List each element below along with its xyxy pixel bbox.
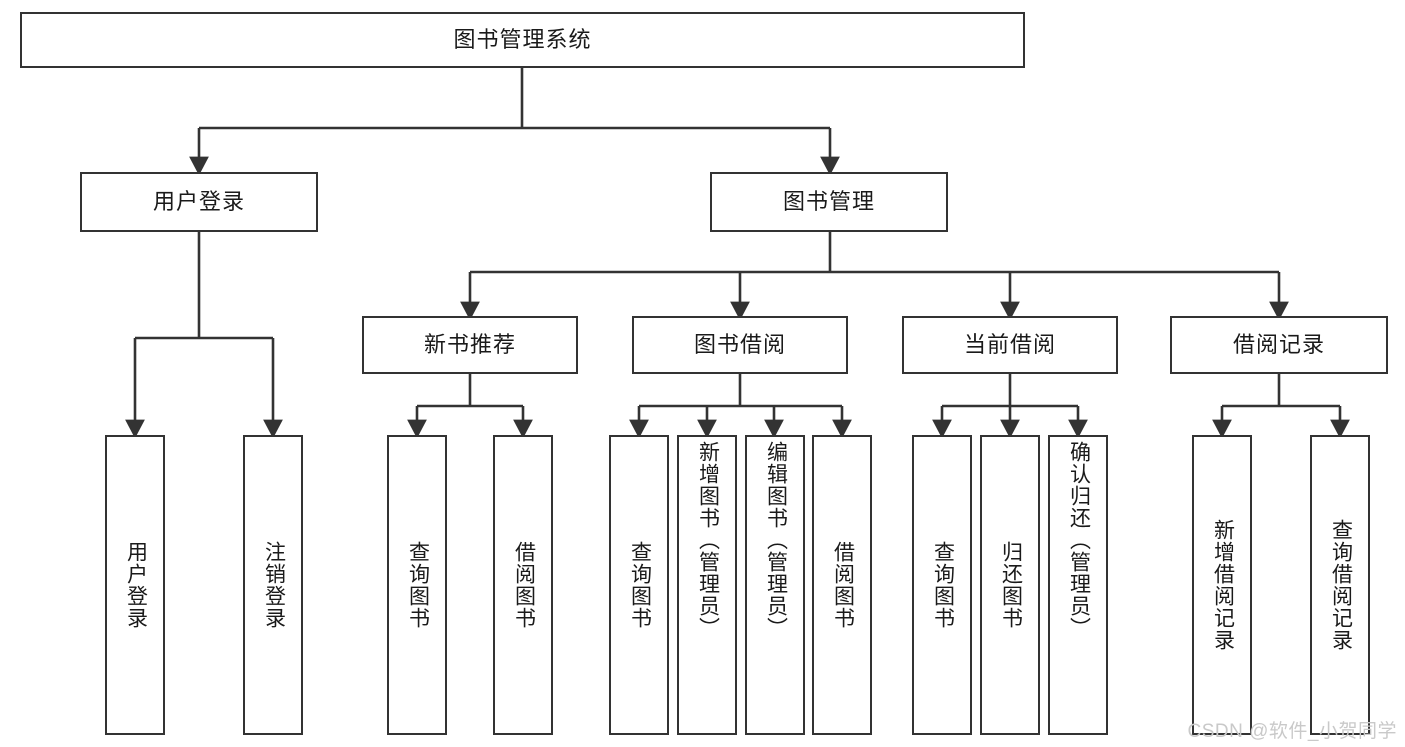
leaf-add-borrow-record[interactable]: 新增借阅记录 bbox=[1192, 435, 1252, 735]
leaf-label: 查询借阅记录 bbox=[1329, 519, 1353, 651]
node-new-book-recommend[interactable]: 新书推荐 bbox=[362, 316, 578, 374]
leaf-user-login[interactable]: 用户登录 bbox=[105, 435, 165, 735]
leaf-label: 借阅图书 bbox=[512, 541, 536, 629]
leaf-query-book-current[interactable]: 查询图书 bbox=[912, 435, 972, 735]
leaf-add-book-admin[interactable]: 新增图书（管理员） bbox=[677, 435, 737, 735]
leaf-label: 确认归还（管理员） bbox=[1067, 441, 1091, 639]
leaf-label: 用户登录 bbox=[124, 541, 148, 629]
leaf-edit-book-admin[interactable]: 编辑图书（管理员） bbox=[745, 435, 805, 735]
leaf-query-book-borrow[interactable]: 查询图书 bbox=[609, 435, 669, 735]
node-root-system[interactable]: 图书管理系统 bbox=[20, 12, 1025, 68]
leaf-label: 新增图书（管理员） bbox=[696, 441, 720, 639]
leaf-query-book-recommend[interactable]: 查询图书 bbox=[387, 435, 447, 735]
leaf-borrow-book-recommend[interactable]: 借阅图书 bbox=[493, 435, 553, 735]
node-borrow-record[interactable]: 借阅记录 bbox=[1170, 316, 1388, 374]
leaf-return-book[interactable]: 归还图书 bbox=[980, 435, 1040, 735]
leaf-label: 查询图书 bbox=[406, 541, 430, 629]
node-book-management[interactable]: 图书管理 bbox=[710, 172, 948, 232]
leaf-label: 查询图书 bbox=[628, 541, 652, 629]
node-book-borrow[interactable]: 图书借阅 bbox=[632, 316, 848, 374]
csdn-watermark: CSDN @软件_小贺同学 bbox=[1187, 721, 1397, 742]
node-user-login[interactable]: 用户登录 bbox=[80, 172, 318, 232]
node-current-borrow[interactable]: 当前借阅 bbox=[902, 316, 1118, 374]
leaf-query-borrow-record[interactable]: 查询借阅记录 bbox=[1310, 435, 1370, 735]
leaf-logout-login[interactable]: 注销登录 bbox=[243, 435, 303, 735]
leaf-borrow-book[interactable]: 借阅图书 bbox=[812, 435, 872, 735]
leaf-label: 编辑图书（管理员） bbox=[764, 441, 788, 639]
leaf-confirm-return-admin[interactable]: 确认归还（管理员） bbox=[1048, 435, 1108, 735]
leaf-label: 查询图书 bbox=[931, 541, 955, 629]
leaf-label: 新增借阅记录 bbox=[1211, 519, 1235, 651]
leaf-label: 借阅图书 bbox=[831, 541, 855, 629]
leaf-label: 归还图书 bbox=[999, 541, 1023, 629]
leaf-label: 注销登录 bbox=[262, 541, 286, 629]
